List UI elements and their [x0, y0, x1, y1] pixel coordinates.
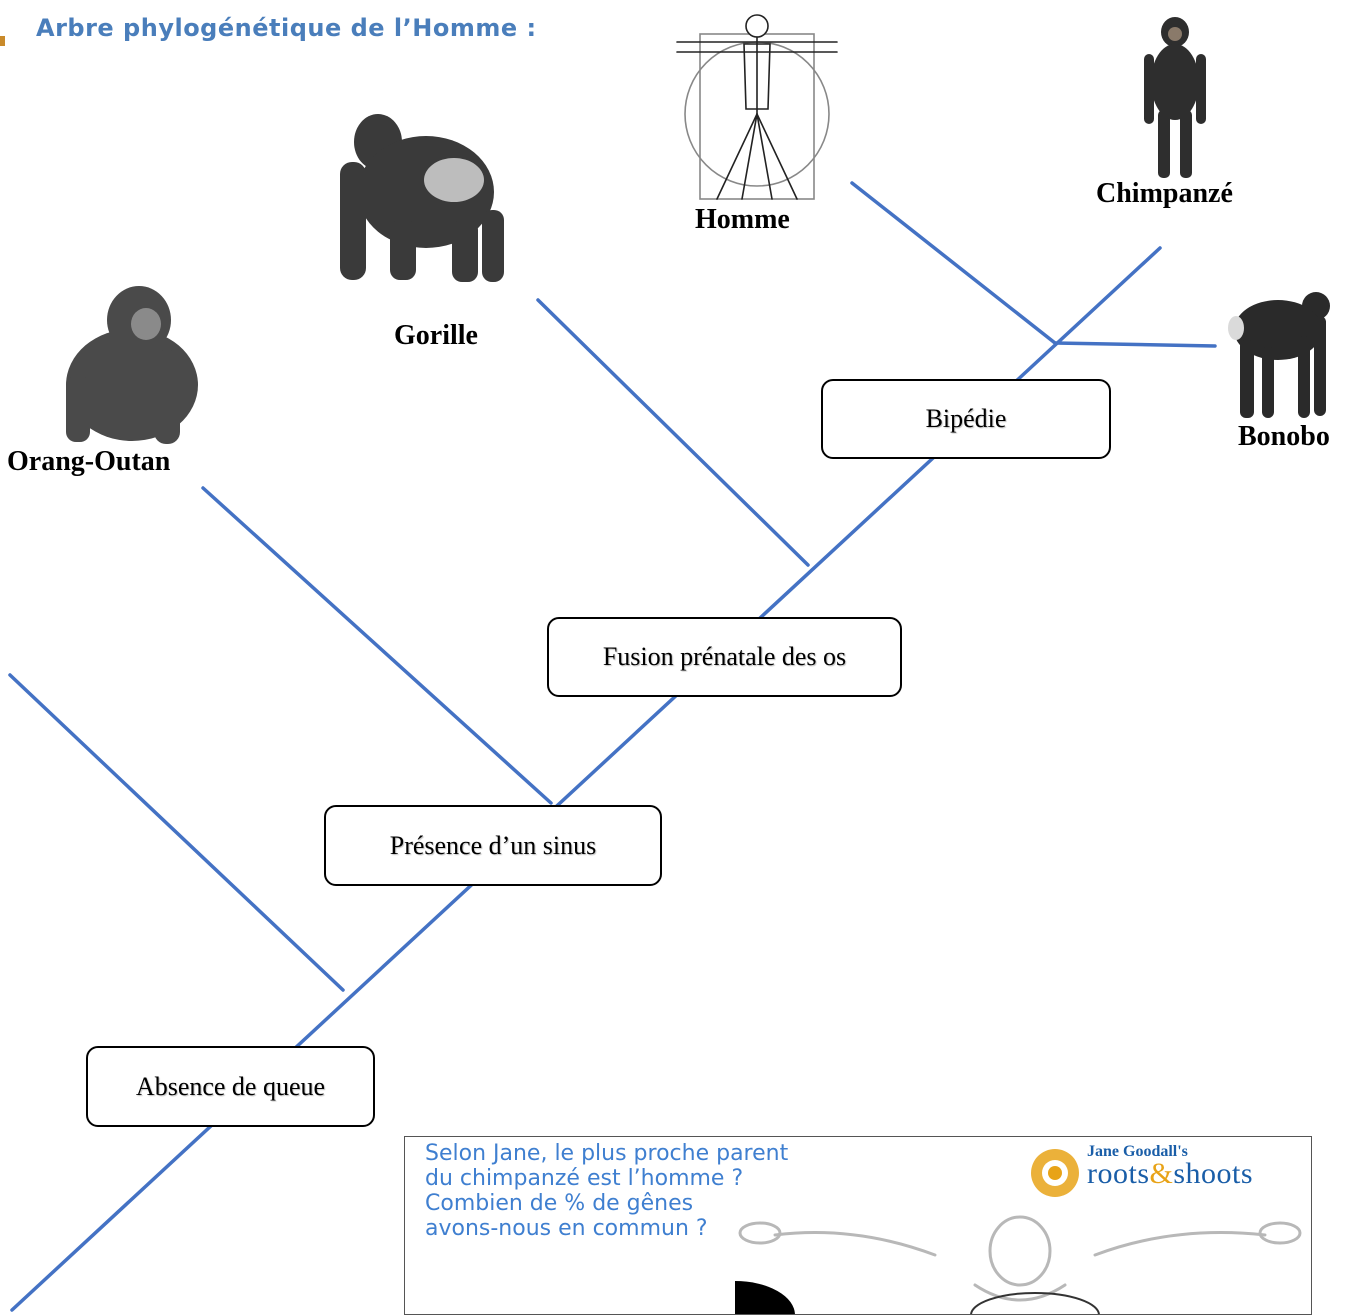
- orangutan-icon: [66, 286, 198, 444]
- card-question-line: Selon Jane, le plus proche parent: [425, 1141, 789, 1166]
- species-label-homme: Homme: [695, 204, 790, 235]
- vitruvian-man-icon: [676, 14, 838, 200]
- species-label-gorille: Gorille: [394, 320, 478, 351]
- branch-gorille: [536, 298, 810, 567]
- species-label-bonobo: Bonobo: [1238, 421, 1330, 452]
- trait-label-fusion-os: Fusion prénatale des os: [602, 642, 847, 671]
- brand-shoots: shoots: [1173, 1157, 1254, 1190]
- branch-orang-outan: [201, 486, 553, 805]
- brand-roots-shoots: roots&shoots: [1087, 1157, 1253, 1191]
- trait-label-absence-queue: Absence de queue: [135, 1071, 326, 1101]
- brand-jane-goodall: Jane Goodall's: [1087, 1143, 1188, 1160]
- branch-homme: [850, 181, 1057, 345]
- species-label-chimpanze: Chimpanzé: [1096, 178, 1233, 209]
- card-question-line: Combien de % de gênes: [425, 1191, 694, 1216]
- trait-box-sinus: Présence d’un sinus: [324, 805, 662, 886]
- species-label-orang-outan: Orang-Outan: [7, 446, 171, 477]
- bonobo-icon: [1228, 292, 1330, 418]
- trait-label-sinus: Présence d’un sinus: [389, 830, 597, 860]
- brand-roots: roots: [1087, 1157, 1150, 1190]
- card-question: Selon Jane, le plus proche parent du chi…: [425, 1141, 788, 1241]
- trait-box-absence-queue: Absence de queue: [86, 1046, 375, 1127]
- trait-box-fusion-os: Fusion prénatale des os: [547, 617, 902, 697]
- title-bullet: [0, 36, 5, 46]
- card-question-line: avons-nous en commun ?: [425, 1216, 708, 1241]
- trait-box-bipedie: Bipédie: [821, 379, 1111, 459]
- card-question-line: du chimpanzé est l’homme ?: [425, 1166, 744, 1191]
- chimpanzee-icon: [1144, 17, 1206, 178]
- branch-orang-outan-outgroup: [8, 673, 345, 992]
- gorilla-icon: [340, 114, 504, 282]
- trait-label-bipedie: Bipédie: [925, 404, 1007, 433]
- roots-shoots-card: Selon Jane, le plus proche parent du chi…: [404, 1136, 1312, 1315]
- vitruvian-sketch-icon: [735, 1215, 1302, 1314]
- roots-shoots-logo-icon: [1031, 1149, 1079, 1197]
- branch-bonobo: [1053, 341, 1217, 348]
- page-title: Arbre phylogénétique de l’Homme :: [36, 14, 537, 42]
- brand-ampersand: &: [1149, 1157, 1174, 1190]
